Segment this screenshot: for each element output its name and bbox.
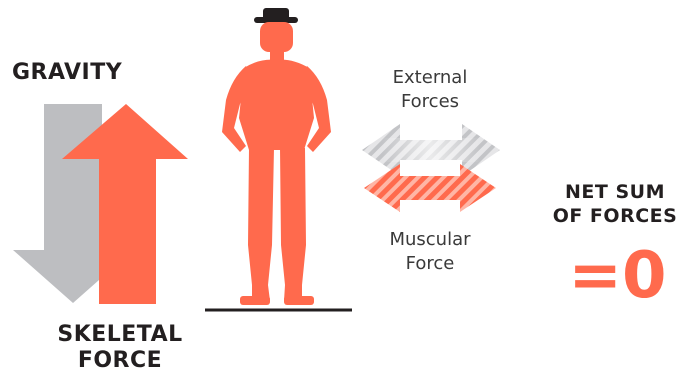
muscular-force-label: Muscular Force <box>356 228 504 276</box>
skeletal-force-label: SKELETAL FORCE <box>40 322 200 374</box>
external-forces-label: External Forces <box>360 66 500 114</box>
muscular-label-line2: Force <box>356 252 504 276</box>
gravity-label: GRAVITY <box>12 60 122 85</box>
muscular-force-arrow <box>364 164 496 212</box>
skeletal-label-line1: SKELETAL <box>40 322 200 348</box>
skeletal-label-line2: FORCE <box>40 348 200 374</box>
external-forces-arrow <box>362 124 500 176</box>
net-sum-result: =0 <box>555 240 680 312</box>
external-label-line2: Forces <box>360 90 500 114</box>
net-sum-line2: OF FORCES <box>540 204 687 228</box>
standing-person-icon <box>222 8 331 305</box>
net-sum-line1: NET SUM <box>540 180 687 204</box>
muscular-label-line1: Muscular <box>356 228 504 252</box>
external-label-line1: External <box>360 66 500 90</box>
net-sum-label: NET SUM OF FORCES <box>540 180 687 228</box>
